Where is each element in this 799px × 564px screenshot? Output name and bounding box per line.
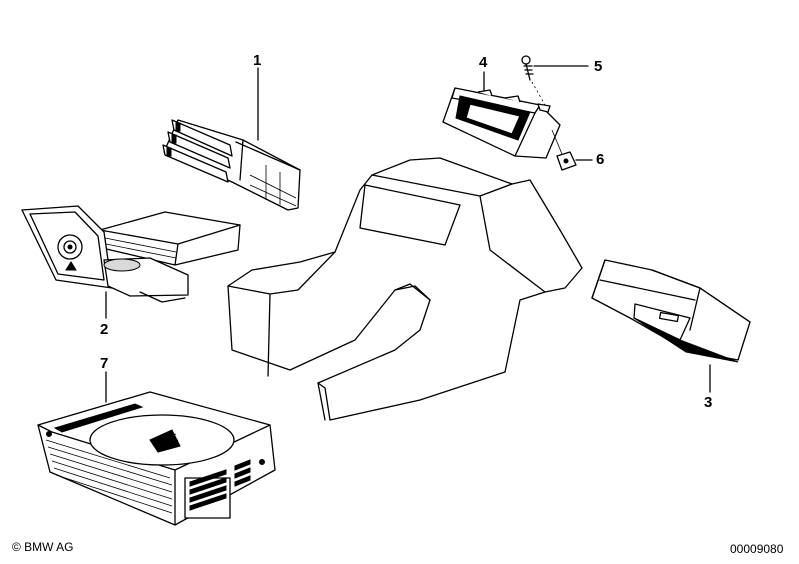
callout-2: 2 (100, 321, 109, 338)
amplifier-drawing (37, 391, 276, 526)
center-console-drawing (227, 157, 583, 421)
drawing-number: 00009080 (730, 542, 784, 556)
small-tray-drawing (442, 87, 561, 159)
cd-changer-drawing (21, 205, 241, 303)
copyright-notice: © BMW AG (12, 540, 74, 554)
screw-drawing (521, 55, 546, 106)
callout-7: 7 (100, 355, 109, 372)
storage-box-drawing (591, 259, 751, 363)
callout-3: 3 (704, 394, 713, 411)
clip-nut-drawing (551, 129, 577, 171)
cd-magazine-drawing (162, 119, 301, 211)
callout-1: 1 (253, 52, 262, 69)
callout-4: 4 (479, 54, 488, 71)
callout-6: 6 (596, 151, 605, 168)
leader-lines (105, 65, 711, 403)
callout-5: 5 (594, 58, 603, 75)
